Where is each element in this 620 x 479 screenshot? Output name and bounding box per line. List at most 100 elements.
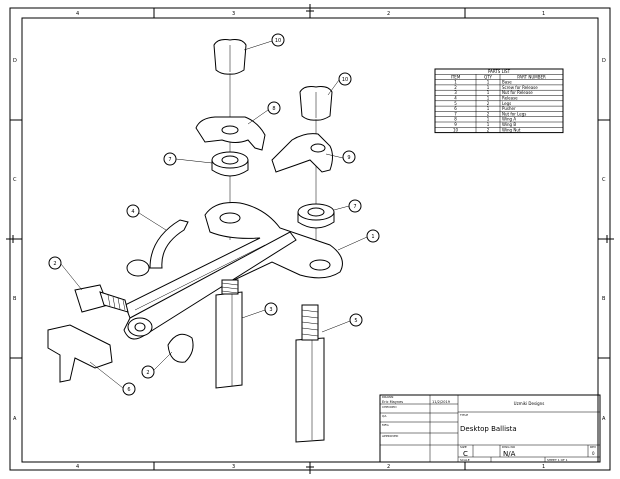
quantity: 1 [487, 96, 490, 101]
balloon-number: 10 [342, 77, 348, 83]
balloon-circle [163, 152, 177, 166]
balloon-number: 9 [347, 155, 350, 161]
item-number: 3 [454, 90, 457, 95]
balloon-number: 8 [272, 106, 275, 112]
part-name: Screw for Release [502, 85, 538, 90]
item-balloon: 5 [349, 313, 363, 327]
leader-lines [60, 40, 368, 389]
item-balloon: 9 [342, 150, 356, 164]
company-name: Uzmiki Designs [514, 401, 545, 406]
column-label: 4 [76, 464, 79, 470]
item-number: 9 [454, 122, 457, 127]
column-label: 4 [76, 11, 79, 17]
table-row: 6 1 Pusher [454, 106, 516, 111]
balloon-circle [349, 313, 363, 327]
item-number: 2 [454, 85, 457, 90]
balloon-circle [338, 72, 352, 86]
exploded-assembly [47, 39, 343, 443]
item-balloon: 7 [163, 152, 177, 166]
item-number: 7 [454, 111, 457, 116]
quantity: 1 [487, 80, 490, 85]
row-label: B [13, 296, 17, 302]
part-release [149, 219, 189, 269]
item-balloon: 1 [366, 229, 380, 243]
column-header: ITEM [451, 74, 461, 79]
drawing-title: Desktop Ballista [460, 425, 517, 433]
quantity: 1 [487, 85, 490, 90]
item-number: 6 [454, 106, 457, 111]
balloon-number: 5 [354, 318, 357, 324]
zone-marks [6, 4, 614, 474]
item-balloon: 4 [126, 204, 140, 218]
column-label: 2 [387, 11, 390, 17]
column-header: PART NUMBER [517, 74, 546, 79]
balloon-number: 6 [127, 387, 130, 393]
item-balloon: 8 [267, 101, 281, 115]
quantity: 1 [487, 122, 490, 127]
part-name: Pusher [502, 106, 516, 111]
item-balloon: 7 [348, 199, 362, 213]
part-wing-nut [213, 39, 247, 75]
column-label: 3 [232, 11, 235, 17]
part-wing-nut [299, 86, 333, 121]
mfg-label: MFG [382, 423, 389, 427]
column-label: 1 [542, 464, 545, 470]
dwg-no: N/A [503, 450, 516, 458]
sheet-size: C [463, 450, 468, 458]
item-balloon: 2 [141, 365, 155, 379]
item-number: 5 [454, 101, 457, 106]
balloon-circle [48, 256, 62, 270]
item-number: 10 [453, 127, 459, 132]
drawn-label: DRAWN [382, 395, 393, 399]
row-label: B [602, 296, 606, 302]
title-block: DRAWN Eric Maynes 11/2/2019 CHECKED QA M… [379, 394, 601, 463]
part-name: Release [502, 96, 518, 101]
balloon-number: 7 [353, 204, 356, 210]
part-nut-for-legs [297, 203, 335, 229]
part-leg [215, 279, 243, 389]
part-name: Base [502, 80, 512, 85]
part-nut-for-legs [211, 151, 249, 177]
quantity: 1 [487, 106, 490, 111]
balloon-group: 10 10 8 9 7 7 4 1 2 3 5 6 2 [48, 33, 380, 396]
column-label: 3 [232, 464, 235, 470]
part-screw-for-release [74, 284, 129, 313]
balloon-number: 4 [131, 209, 134, 215]
balloon-number: 2 [53, 261, 56, 267]
part-bracket [47, 324, 113, 383]
balloon-number: 10 [275, 38, 281, 44]
sheet-number: SHEET 1 OF 1 [547, 458, 568, 462]
part-nut-for-release [167, 333, 194, 363]
item-balloon: 10 [271, 33, 285, 47]
balloon-number: 7 [168, 157, 171, 163]
row-label: C [13, 177, 17, 183]
item-balloon: 6 [122, 382, 136, 396]
item-balloon: 10 [338, 72, 352, 86]
part-leg [295, 304, 325, 443]
quantity: 2 [487, 111, 490, 116]
drawn-date: 11/2/2019 [432, 400, 450, 404]
part-wing-b [271, 133, 333, 173]
qa-label: QA [382, 414, 387, 418]
row-label: A [13, 416, 17, 422]
item-balloon: 3 [264, 302, 278, 316]
column-label: 2 [387, 464, 390, 470]
balloon-number: 3 [269, 307, 272, 313]
part-name: Nut for Release [502, 90, 533, 95]
checked-label: CHECKED [382, 405, 397, 409]
dwg-no-label: DWG NO [502, 445, 516, 449]
drawn-by: Eric Maynes [382, 400, 403, 404]
quantity: 1 [487, 117, 490, 122]
column-label: 1 [542, 11, 545, 17]
balloon-circle [271, 33, 285, 47]
rev: 0 [592, 451, 595, 456]
